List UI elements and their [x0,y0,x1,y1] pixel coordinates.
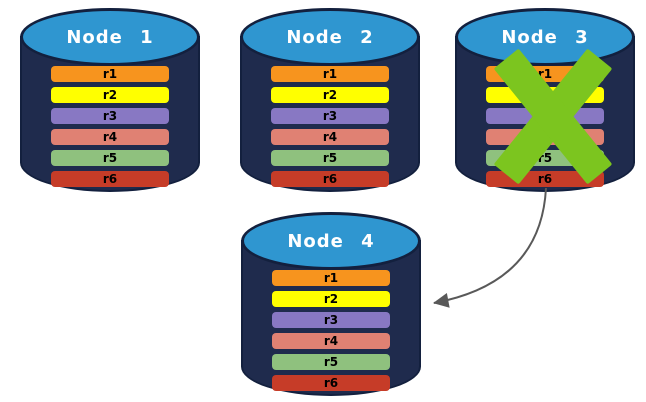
node-2-cylinder: Node 2 r1 r2 r3 r4 r5 r6 [240,8,420,192]
node-4-row-r2: r2 [272,291,390,307]
node-1-title: Node 1 [66,26,154,48]
node-4-row-r6: r6 [272,375,390,391]
node-2-row-list: r1 r2 r3 r4 r5 r6 [271,66,389,187]
node-1-row-r5: r5 [51,150,169,166]
node-3-title: Node 3 [501,26,589,48]
node-4-cylinder-top: Node 4 [241,212,421,270]
node-1-row-r2: r2 [51,87,169,103]
node-2-row-r6: r6 [271,171,389,187]
node-4-title: Node 4 [287,230,375,252]
node-1-cylinder: Node 1 r1 r2 r3 r4 r5 r6 [20,8,200,192]
node-2-row-r3: r3 [271,108,389,124]
node-1-row-r4: r4 [51,129,169,145]
node-2-row-r2: r2 [271,87,389,103]
node-1-row-list: r1 r2 r3 r4 r5 r6 [51,66,169,187]
node-2-row-r1: r1 [271,66,389,82]
node-1-row-r6: r6 [51,171,169,187]
node-3-cylinder-top: Node 3 [455,8,635,66]
node-4-row-r5: r5 [272,354,390,370]
node-2-title: Node 2 [286,26,374,48]
node-4-row-r1: r1 [272,270,390,286]
node-2-row-r5: r5 [271,150,389,166]
replication-arrow [433,187,547,308]
node-2-row-r4: r4 [271,129,389,145]
node-1-row-r3: r3 [51,108,169,124]
node-1-row-r1: r1 [51,66,169,82]
node-4-cylinder: Node 4 r1 r2 r3 r4 r5 r6 [241,212,421,396]
node-4-row-r3: r3 [272,312,390,328]
failure-x-icon [493,48,613,185]
node-4-row-r4: r4 [272,333,390,349]
node-2-cylinder-top: Node 2 [240,8,420,66]
node-1-cylinder-top: Node 1 [20,8,200,66]
node-3-cylinder: Node 3 r1 r2 r3 r4 r5 r6 [455,8,635,192]
node-4-row-list: r1 r2 r3 r4 r5 r6 [272,270,390,391]
